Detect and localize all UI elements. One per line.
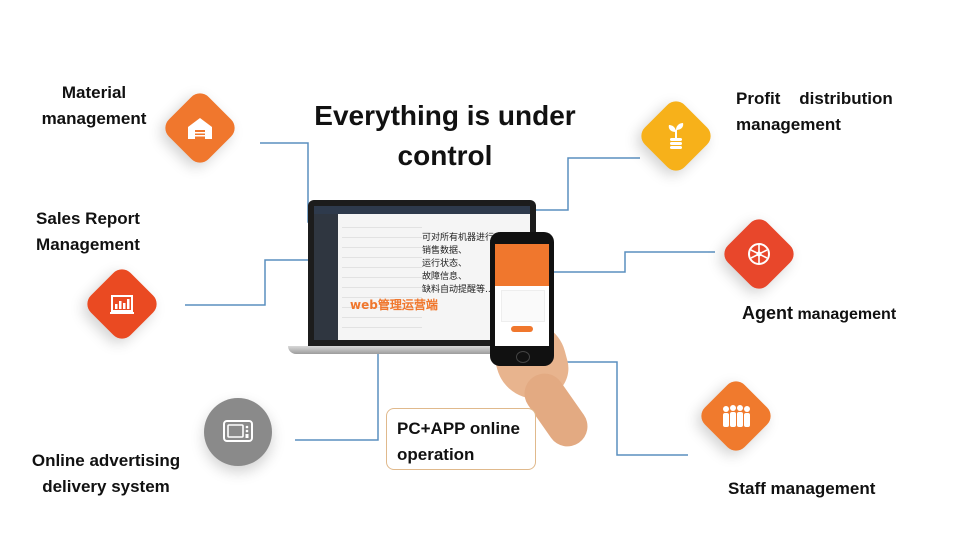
agent-label-rest: management [793, 306, 897, 323]
material-label-line2: management [41, 109, 147, 128]
laptop-illustration: 可对所有机器进行实时 销售数据、 运行状态、 故障信息、 缺料自动提醒等... … [288, 200, 558, 360]
report-chart-icon [110, 295, 134, 314]
material-label: Material management [34, 80, 154, 132]
laptop-text-line: 运行状态、 [422, 259, 468, 269]
material-label-line1: Material [61, 83, 127, 102]
laptop-text-line: 销售数据、 [422, 246, 468, 256]
agent-label: Agent management [742, 300, 896, 328]
profit-label-line1: Profit distribution [736, 89, 893, 108]
warehouse-icon [188, 118, 212, 139]
laptop-topbar [314, 206, 530, 214]
laptop-text-line: 故障信息、 [422, 272, 468, 282]
advertising-circle [204, 398, 272, 466]
phone-login-button [511, 326, 533, 332]
connector-agent [548, 251, 715, 273]
pc-app-line1: PC+APP online [397, 419, 520, 438]
pc-app-box: PC+APP online operation [386, 408, 536, 470]
agent-label-strong: Agent [742, 303, 793, 323]
sales-label-line1: Sales Report [36, 209, 140, 228]
phone-header [495, 244, 549, 286]
connector-sales [185, 259, 350, 306]
advertising-label-line1: Online advertising [31, 451, 181, 470]
phone-card [501, 290, 545, 322]
phone-screen [495, 244, 549, 346]
diagram-title: Everything is under control [314, 100, 576, 171]
laptop-text-line: 可对所有机器进行实时 [422, 233, 513, 243]
monitor-icon [223, 420, 253, 442]
connector-profit [520, 157, 640, 211]
profit-label-line2: management [736, 115, 841, 134]
staff-label: Staff management [728, 479, 876, 498]
advertising-label-line2: delivery system [42, 477, 170, 496]
laptop-base [288, 346, 558, 354]
phone-home-button [516, 351, 530, 363]
pc-app-line2: operation [397, 445, 475, 464]
advertising-label: Online advertising delivery system [26, 448, 186, 500]
plant-coin-icon [668, 123, 684, 149]
sales-label: Sales Report Management [28, 206, 148, 258]
people-group-icon [723, 405, 750, 427]
phone-illustration [490, 232, 554, 366]
laptop-web-caption: web管理运营端 [350, 298, 438, 312]
profit-label: Profit distribution management [736, 86, 916, 138]
connector-advertising [295, 345, 379, 441]
laptop-text-line: 缺料自动提醒等... [422, 285, 494, 295]
connector-staff [555, 361, 688, 456]
laptop-table-lines [342, 218, 422, 328]
sales-label-line2: Management [36, 235, 140, 254]
laptop-feature-text: 可对所有机器进行实时 销售数据、 运行状态、 故障信息、 缺料自动提醒等... [422, 232, 532, 297]
network-globe-icon [748, 243, 770, 265]
laptop-sidebar [314, 214, 338, 340]
